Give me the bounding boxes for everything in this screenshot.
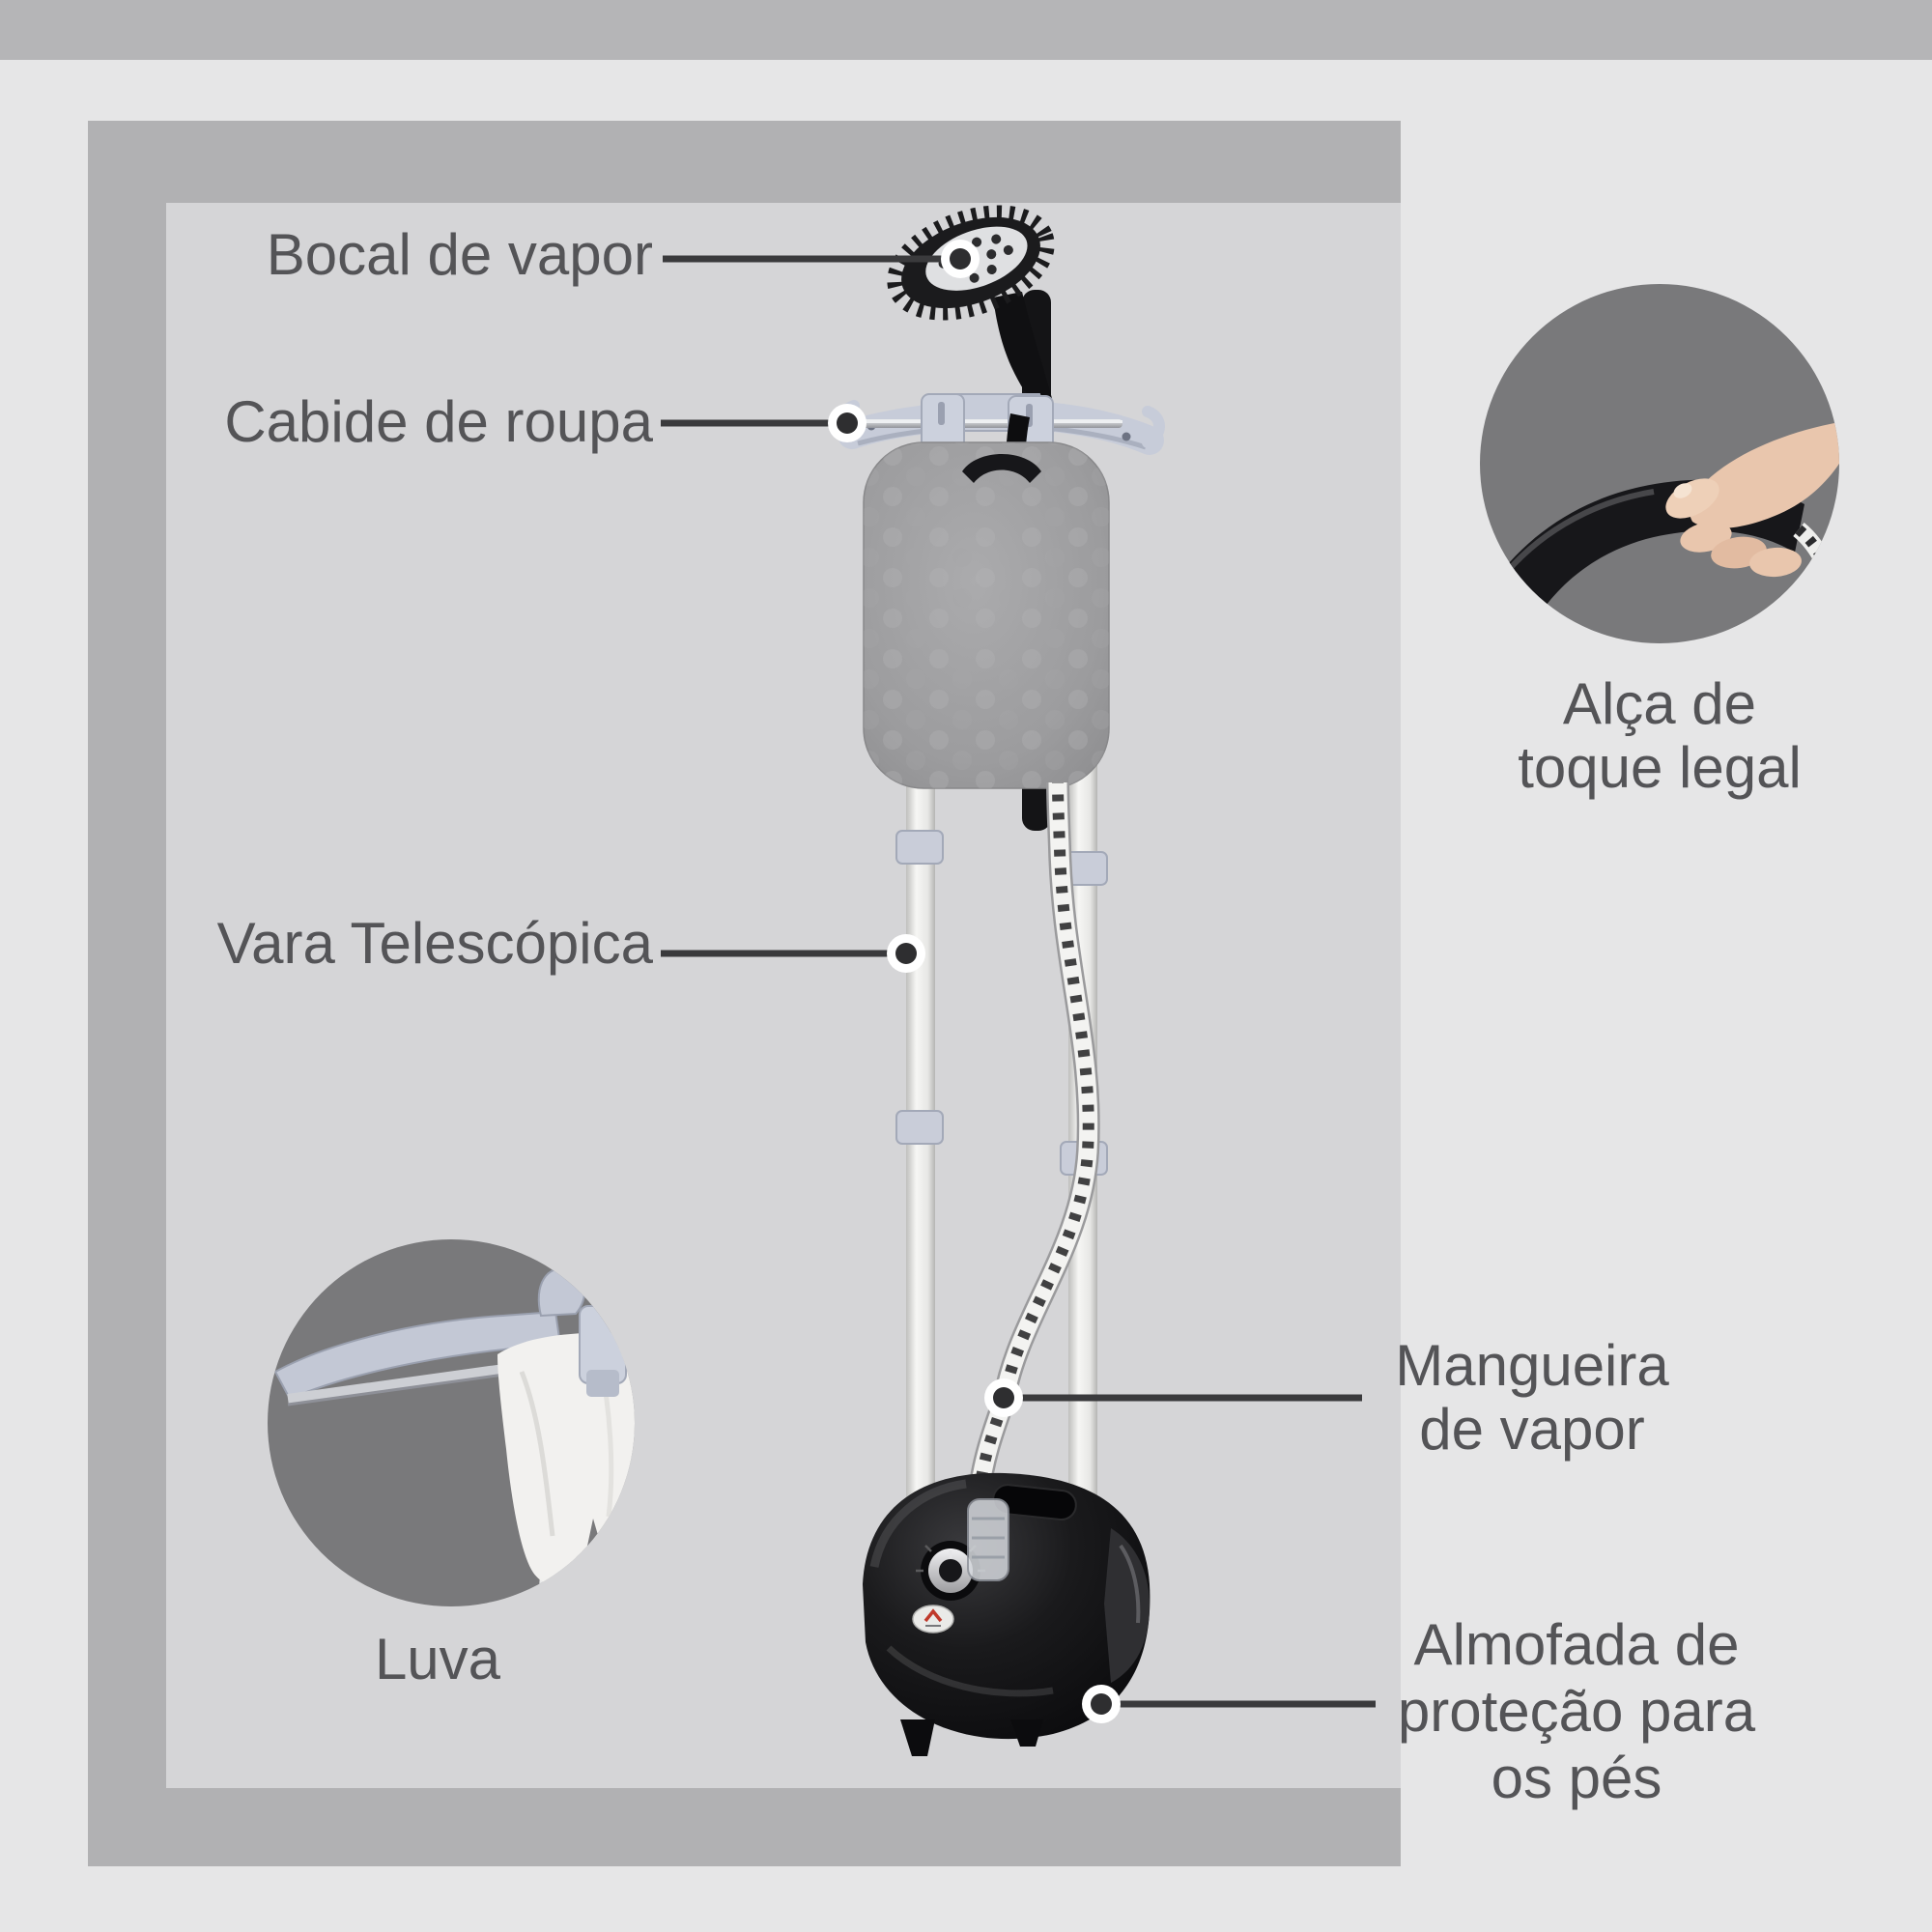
label-foot-pad: Almofada de proteção para os pés	[1383, 1611, 1770, 1811]
label-glove: Luva	[374, 1627, 501, 1691]
label-steam-nozzle: Bocal de vapor	[266, 222, 653, 287]
nozzle-neck	[993, 292, 1059, 423]
hose-connector	[967, 1498, 1009, 1581]
base-unit	[863, 1472, 1151, 1756]
water-tank	[1104, 1528, 1150, 1683]
top-band	[0, 0, 1932, 60]
callout-dot-pole	[887, 934, 925, 973]
callout-dot-hanger	[828, 404, 867, 442]
steam-hose	[966, 781, 1100, 1573]
callout-lines	[661, 255, 1376, 1708]
label-line: toque legal	[1518, 735, 1802, 800]
callout-dot-steam-nozzle	[941, 240, 980, 278]
glove-clip	[579, 1305, 627, 1397]
glove-inset-circle	[268, 1239, 635, 1606]
label-line: Almofada de	[1413, 1612, 1740, 1677]
handle-inset-circle	[1480, 284, 1839, 643]
callout-dot-foot-pad	[1082, 1685, 1121, 1723]
base-feet	[900, 1719, 1043, 1756]
callout-dots	[828, 240, 1121, 1723]
label-line: Mangueira	[1395, 1333, 1669, 1398]
label-cool-touch-handle: Alça de toque legal	[1466, 672, 1853, 800]
label-line: proteção para	[1397, 1679, 1756, 1744]
label-steam-hose: Mangueira de vapor	[1339, 1334, 1725, 1462]
label-telescopic-pole: Vara Telescópica	[216, 911, 653, 976]
label-line: os pés	[1491, 1746, 1662, 1810]
label-hanger: Cabide de roupa	[224, 389, 653, 454]
label-line: Alça de	[1562, 671, 1757, 736]
steamer-product	[837, 205, 1165, 1756]
carry-handle-recess	[992, 1484, 1077, 1521]
ironing-pad	[863, 441, 1110, 789]
label-line: de vapor	[1419, 1397, 1645, 1462]
hand	[1665, 421, 1839, 578]
callout-dot-hose	[984, 1378, 1023, 1417]
brand-logo	[912, 1605, 954, 1634]
